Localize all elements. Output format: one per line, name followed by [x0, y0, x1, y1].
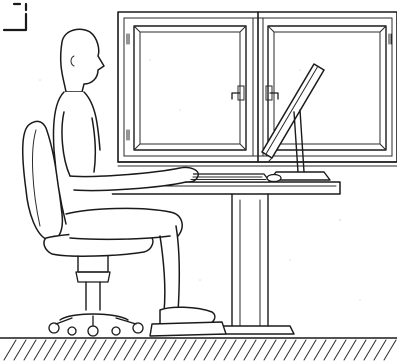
mouse: [267, 175, 281, 182]
window-handle-left: [232, 86, 244, 100]
footrest: [150, 322, 226, 336]
corner-bracket: [4, 4, 26, 30]
window: [118, 12, 397, 166]
floor-hatching: [0, 338, 397, 360]
desk: [88, 182, 340, 334]
